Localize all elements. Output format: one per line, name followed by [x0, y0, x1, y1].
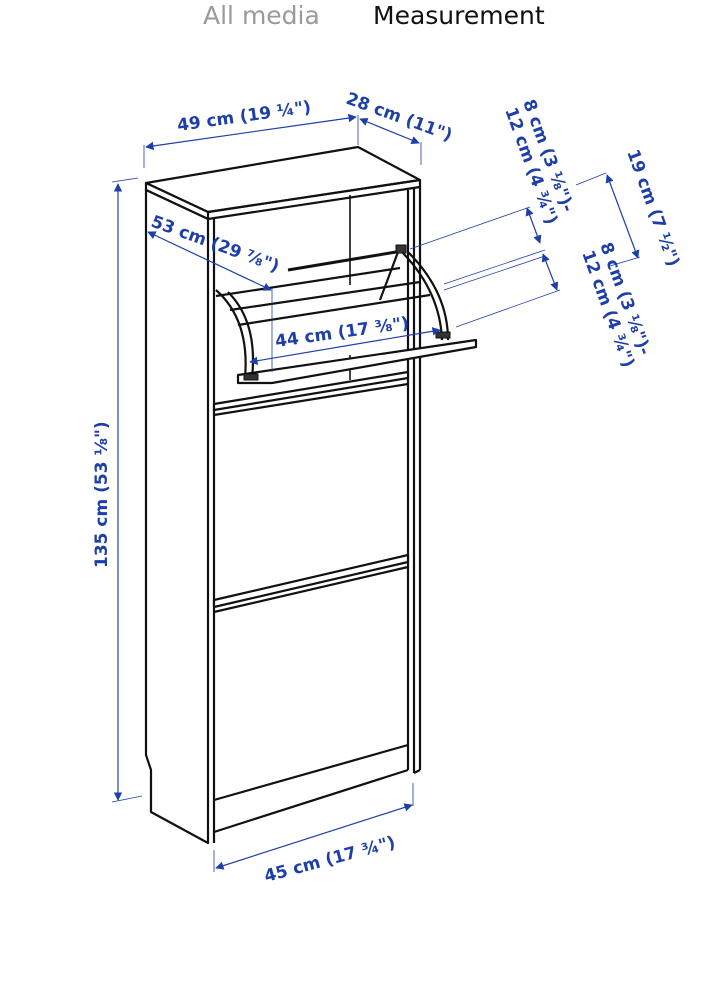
dim-height-total: 135 cm (53 ⅛"): [92, 421, 112, 568]
cabinet-drawing: [144, 145, 478, 845]
dim-depth-top: 28 cm (11"): [343, 89, 454, 146]
dim-width-bottom: 45 cm (17 ¾"): [262, 833, 397, 887]
media-tabs: All media Measurement: [0, 0, 705, 34]
dim-width-top: 49 cm (19 ¼"): [176, 97, 312, 136]
tab-measurement[interactable]: Measurement: [373, 1, 545, 30]
open-flap: [236, 338, 478, 385]
dimension-lines: [111, 113, 641, 872]
dim-compartment-height: 19 cm (7 ½"): [622, 147, 683, 269]
tab-all-media[interactable]: All media: [203, 1, 320, 30]
cabinet-left-side: [144, 188, 210, 845]
